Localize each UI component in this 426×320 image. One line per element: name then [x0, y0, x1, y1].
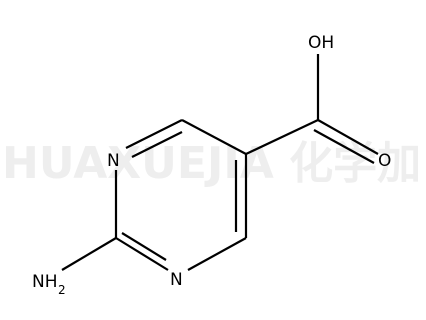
- bond-c4-n3: [187, 237, 247, 271]
- label-ring-n-upper: N: [107, 151, 120, 171]
- bond-c5-cooh: [245, 119, 319, 155]
- watermark: HUAXUEJIA 化学加: [2, 138, 421, 189]
- label-amine: NH: [32, 272, 58, 292]
- bond-n1-c6: [125, 119, 183, 149]
- bond-cooh-o-double: [313, 129, 375, 164]
- bond-c2-nh2: [61, 237, 117, 271]
- label-carbonyl-o: O: [378, 151, 391, 171]
- bond-n3-c2-double: [121, 232, 167, 261]
- label-ring-n-lower: N: [170, 270, 183, 290]
- bond-n3-c2: [115, 237, 169, 271]
- bond-n1-c6-double: [131, 131, 183, 158]
- bond-cooh-o: [317, 119, 379, 155]
- label-oh: OH: [308, 33, 334, 53]
- bond-c6-c5: [181, 119, 247, 155]
- label-amine-subscript: 2: [58, 283, 66, 297]
